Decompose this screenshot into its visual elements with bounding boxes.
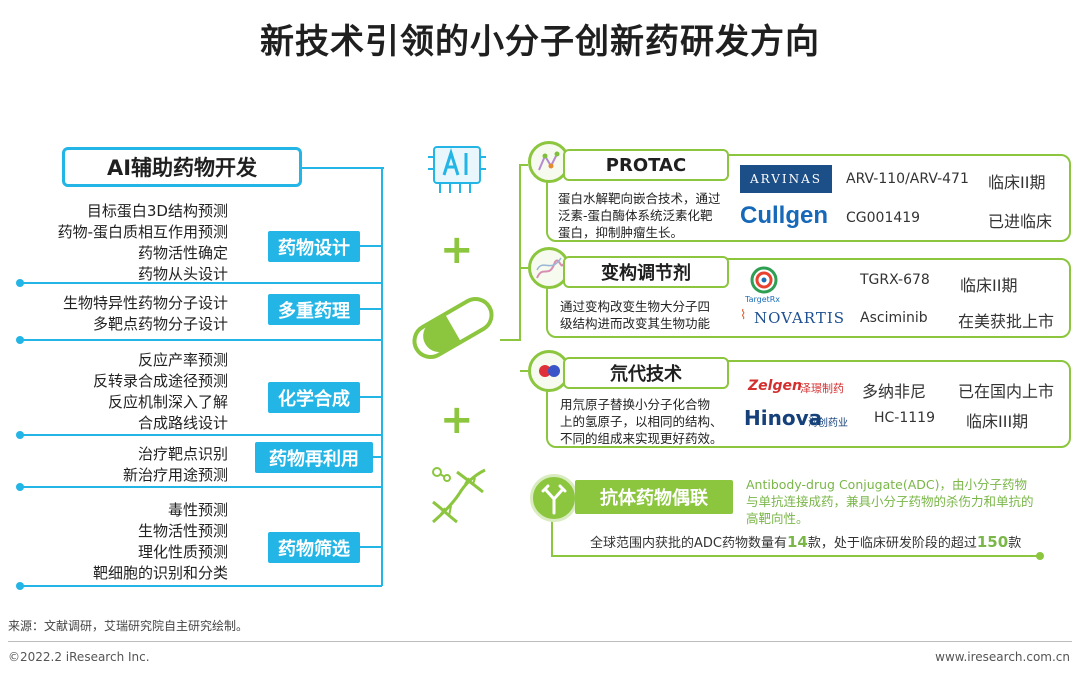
list-item: 药物-蛋白质相互作用预测 [57, 223, 228, 241]
list-item: 多靶点药物分子设计 [92, 315, 228, 333]
antibody-icon [530, 474, 578, 522]
adc-title: 抗体药物偶联 [575, 480, 733, 514]
list-item: 生物特异性药物分子设计 [62, 294, 228, 312]
allosteric-stage-1: 临床II期 [960, 276, 1018, 295]
source-note: 来源：文献调研，艾瑞研究院自主研究绘制。 [8, 619, 249, 633]
tag-chemical-synthesis: 化学合成 [268, 382, 360, 413]
list-item: 药物活性确定 [137, 244, 228, 262]
protac-title: PROTAC [563, 149, 729, 181]
list-item: 靶细胞的识别和分类 [92, 564, 228, 582]
group-drug-screening-items: 毒性预测 生物活性预测 理化性质预测 靶细胞的识别和分类 [20, 500, 228, 584]
page-title: 新技术引领的小分子创新药研发方向 [260, 22, 820, 62]
allosteric-desc: 通过变构改变生物大分子四 级结构进而改变其生物功能 [560, 299, 711, 331]
plus-sign: + [440, 227, 474, 273]
adc-approved-count: 14 [786, 533, 808, 551]
protac-desc: 蛋白水解靶向嵌合技术，通过 泛素-蛋白酶体系统泛素化靶 蛋白，抑制肿瘤生长。 [558, 191, 721, 240]
ai-drug-dev-header: AI辅助药物开发 [62, 147, 302, 187]
list-item: 反转录合成途径预测 [92, 372, 228, 390]
novartis-logo: NOVARTIS [754, 309, 846, 327]
list-item: 生物活性预测 [137, 522, 228, 540]
zelgen-logo: Zelgen [748, 378, 802, 394]
deuterium-stage-2: 临床III期 [966, 412, 1029, 431]
list-item: 新治疗用途预测 [122, 466, 228, 484]
cullgen-logo: Cullgen [740, 202, 828, 229]
arvinas-logo: ARVINAS [740, 165, 832, 193]
deuterium-drug-2: HC-1119 [874, 410, 935, 426]
deuterium-stage-1: 已在国内上市 [958, 382, 1055, 401]
list-item: 理化性质预测 [137, 543, 228, 561]
allosteric-drug-2: Asciminib [860, 310, 928, 326]
deuterium-desc: 用氘原子替换小分子化合物 上的氢原子，以相同的结构、 不同的组成来实现更好药效。 [560, 397, 723, 446]
tag-polypharmacology: 多重药理 [268, 294, 360, 325]
tag-drug-design: 药物设计 [268, 231, 360, 262]
group-drug-design-items: 目标蛋白3D结构预测 药物-蛋白质相互作用预测 药物活性确定 药物从头设计 [20, 201, 228, 285]
protac-drug-1: ARV-110/ARV-471 [846, 171, 969, 187]
hinova-logo-cn: 海创药业 [808, 418, 848, 429]
deuterium-drug-1: 多纳非尼 [862, 382, 927, 401]
allosteric-stage-2: 在美获批上市 [958, 312, 1055, 331]
zelgen-logo-cn: 泽璟制药 [800, 382, 844, 395]
hinova-logo: Hinova [744, 406, 823, 430]
deuterium-title: 氘代技术 [563, 357, 729, 389]
footer-divider [8, 641, 1072, 642]
list-item: 合成路线设计 [137, 414, 228, 432]
list-item: 药物从头设计 [137, 265, 228, 283]
ai-chip-icon [428, 146, 486, 193]
allosteric-title: 变构调节剂 [563, 256, 729, 288]
protac-drug-2: CG001419 [846, 210, 921, 226]
targetrx-logo-icon [750, 266, 778, 294]
list-item: 治疗靶点识别 [137, 445, 228, 463]
capsule-icon [412, 297, 494, 359]
allosteric-drug-1: TGRX-678 [860, 272, 930, 288]
copyright: ©2022.2 iResearch Inc. [8, 650, 150, 664]
tag-drug-repurposing: 药物再利用 [255, 442, 373, 473]
list-item: 毒性预测 [167, 501, 228, 519]
tag-drug-screening: 药物筛选 [268, 532, 360, 563]
list-item: 目标蛋白3D结构预测 [86, 202, 228, 220]
group-drug-repurposing-items: 治疗靶点识别 新治疗用途预测 [20, 444, 228, 486]
adc-stat: 全球范围内获批的ADC药物数量有14款，处于临床研发阶段的超过150款 [590, 533, 1022, 551]
novartis-flame-icon: ⌇ [740, 308, 747, 323]
adc-desc: Antibody-drug Conjugate(ADC)，由小分子药物 与单抗连… [746, 477, 1034, 526]
protac-stage-1: 临床II期 [988, 173, 1046, 192]
group-polypharmacology-items: 生物特异性药物分子设计 多靶点药物分子设计 [20, 293, 228, 335]
list-item: 反应机制深入了解 [107, 393, 228, 411]
dna-icon [432, 467, 486, 524]
list-item: 反应产率预测 [137, 351, 228, 369]
targetrx-logo: TargetRx [745, 295, 781, 304]
plus-sign: + [440, 397, 474, 443]
protac-stage-2: 已进临床 [988, 212, 1053, 231]
website-link[interactable]: www.iresearch.com.cn [935, 650, 1070, 664]
group-chemical-synthesis-items: 反应产率预测 反转录合成途径预测 反应机制深入了解 合成路线设计 [20, 350, 228, 434]
adc-clinical-count: 150 [976, 533, 1009, 551]
